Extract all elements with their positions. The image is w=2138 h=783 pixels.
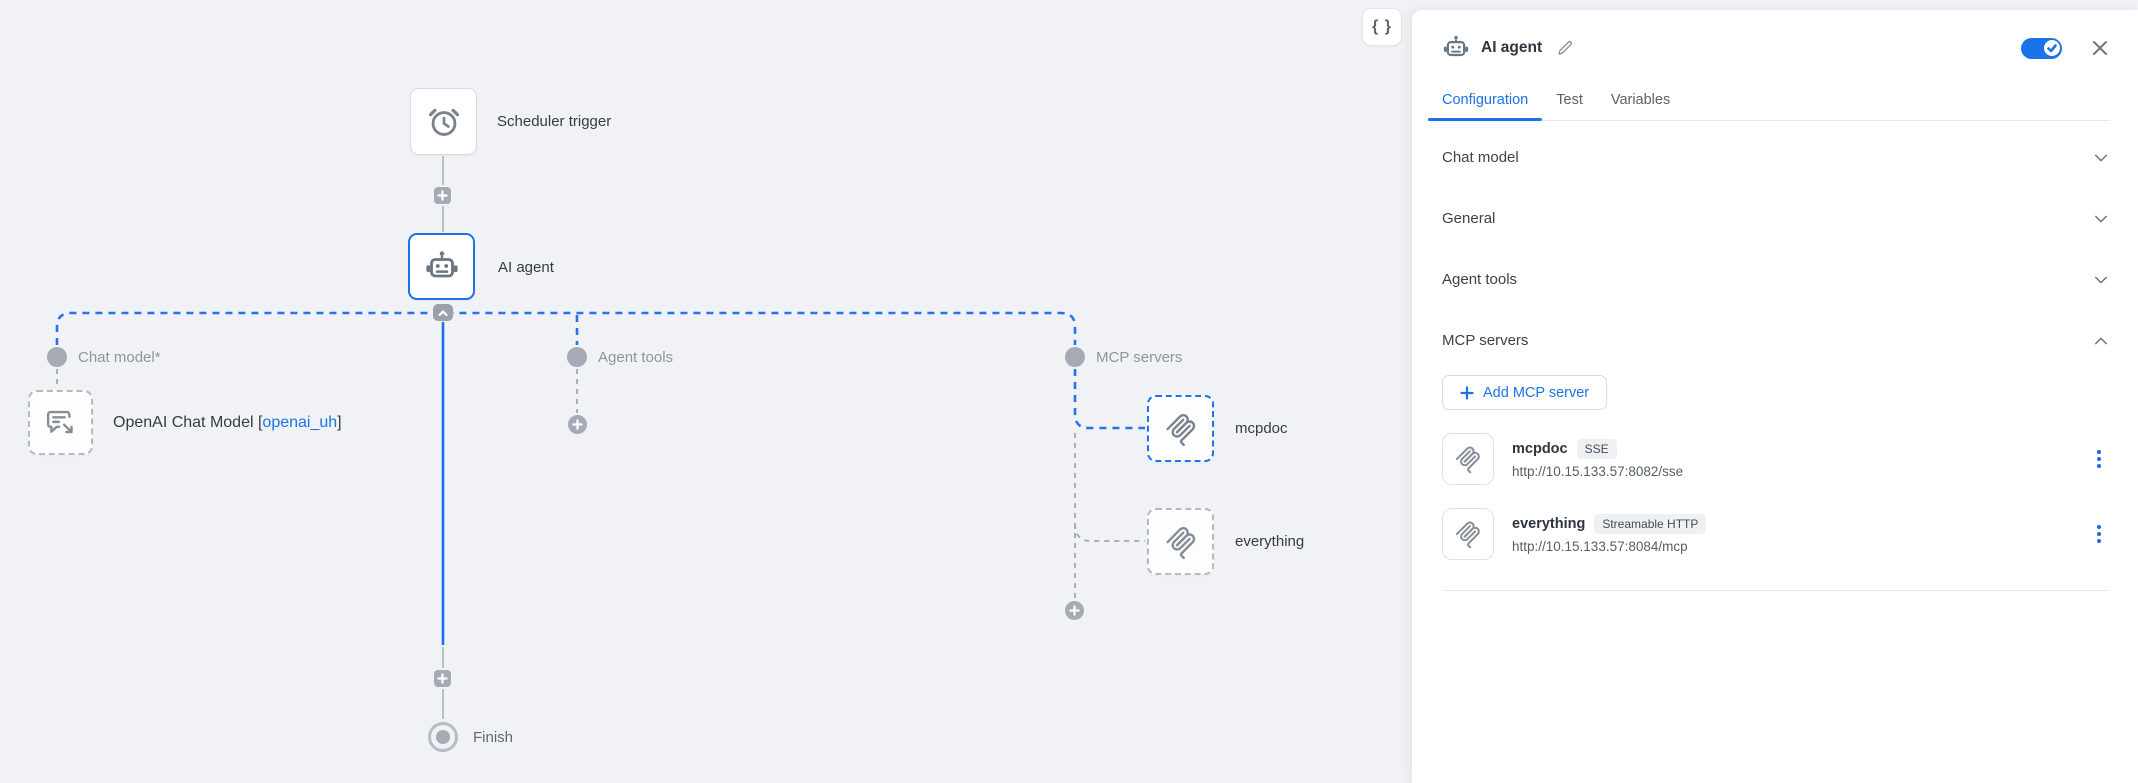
- add-agent-tool-button[interactable]: [568, 415, 587, 434]
- server-name: mcpdoc: [1512, 441, 1568, 457]
- openai-chat-model-node[interactable]: [28, 390, 93, 455]
- chat-model-port[interactable]: [47, 347, 67, 367]
- panel-header: AI agent: [1442, 32, 2110, 64]
- plus-icon: [1460, 385, 1474, 400]
- finish-dot: [436, 730, 450, 744]
- add-mcp-server-button[interactable]: Add MCP server: [1442, 375, 1608, 410]
- robot-icon: [424, 249, 459, 277]
- mcp-server-item-everything[interactable]: everything Streamable HTTP http://10.15.…: [1442, 508, 2110, 560]
- scheduler-trigger-label: Scheduler trigger: [497, 113, 612, 130]
- chat-model-port-label: Chat model*: [78, 349, 161, 366]
- agent-collapse-button[interactable]: [433, 304, 453, 321]
- mcp-servers-port[interactable]: [1065, 347, 1085, 367]
- mcp-icon: [1455, 521, 1480, 549]
- agent-enabled-toggle[interactable]: [2021, 37, 2062, 59]
- agent-config-panel: AI agent Configuration Test Variables Ch…: [1412, 10, 2138, 783]
- plus-icon: [437, 190, 448, 201]
- add-node-button-bottom[interactable]: [434, 670, 451, 687]
- panel-tabs: Configuration Test Variables: [1428, 86, 2110, 121]
- everything-node[interactable]: [1147, 508, 1214, 575]
- mcp-icon-box: [1442, 433, 1494, 485]
- ai-agent-label: AI agent: [498, 259, 554, 276]
- check-icon: [2046, 44, 2057, 53]
- robot-icon: [1442, 34, 1470, 57]
- toggle-knob: [2043, 40, 2060, 56]
- alarm-clock-icon: [428, 108, 459, 136]
- chevron-down-icon: [2095, 154, 2107, 161]
- server-url: http://10.15.133.57:8082/sse: [1512, 464, 1684, 479]
- panel-title: AI agent: [1481, 39, 1543, 56]
- transport-badge: SSE: [1576, 439, 1617, 459]
- chevron-up-icon: [2095, 337, 2107, 344]
- ai-agent-node[interactable]: [408, 233, 475, 300]
- section-divider: [1442, 590, 2110, 591]
- section-mcp-servers[interactable]: MCP servers: [1442, 310, 2110, 371]
- scheduler-trigger-node[interactable]: [410, 88, 477, 155]
- mcp-icon: [1165, 526, 1195, 559]
- agent-tools-port[interactable]: [567, 347, 587, 367]
- chevron-down-icon: [2095, 215, 2107, 222]
- plus-icon: [572, 419, 583, 430]
- chevron-down-icon: [2095, 276, 2107, 283]
- mcp-icon-box: [1442, 508, 1494, 560]
- section-general[interactable]: General: [1442, 188, 2110, 249]
- finish-node[interactable]: [428, 722, 458, 752]
- server-name: everything: [1512, 516, 1586, 532]
- chevron-up-icon: [438, 309, 448, 316]
- plus-icon: [437, 673, 448, 684]
- mcpdoc-node-label: mcpdoc: [1235, 420, 1288, 437]
- pencil-edit-icon[interactable]: [1556, 39, 1574, 57]
- connector-lines: [55, 156, 1145, 719]
- close-icon[interactable]: [2090, 38, 2110, 58]
- chat-model-icon: [46, 410, 73, 433]
- mcp-servers-port-label: MCP servers: [1096, 349, 1183, 366]
- finish-label: Finish: [473, 729, 514, 746]
- everything-node-label: everything: [1235, 533, 1305, 550]
- tab-variables[interactable]: Variables: [1610, 92, 1671, 108]
- agent-tools-port-label: Agent tools: [598, 349, 674, 366]
- server-options-menu[interactable]: [2088, 520, 2110, 548]
- credential-name: openai_uh: [262, 414, 338, 431]
- tab-test[interactable]: Test: [1556, 92, 1583, 108]
- add-node-button-top[interactable]: [434, 187, 451, 204]
- add-mcp-server-canvas-button[interactable]: [1065, 601, 1084, 620]
- openai-chat-model-label: OpenAI Chat Model [openai_uh]: [113, 414, 342, 431]
- code-view-button[interactable]: { }: [1362, 8, 1402, 46]
- plus-icon: [1069, 605, 1080, 616]
- server-options-menu[interactable]: [2088, 445, 2110, 473]
- mcp-icon: [1165, 413, 1195, 446]
- section-agent-tools[interactable]: Agent tools: [1442, 249, 2110, 310]
- server-url: http://10.15.133.57:8084/mcp: [1512, 539, 1688, 554]
- section-chat-model[interactable]: Chat model: [1442, 127, 2110, 188]
- mcp-server-item-mcpdoc[interactable]: mcpdoc SSE http://10.15.133.57:8082/sse: [1442, 433, 2110, 485]
- transport-badge: Streamable HTTP: [1594, 514, 1707, 534]
- code-braces-icon: { }: [1372, 18, 1392, 35]
- tab-configuration[interactable]: Configuration: [1428, 86, 1543, 121]
- mcpdoc-node[interactable]: [1147, 395, 1214, 462]
- mcp-icon: [1455, 446, 1480, 474]
